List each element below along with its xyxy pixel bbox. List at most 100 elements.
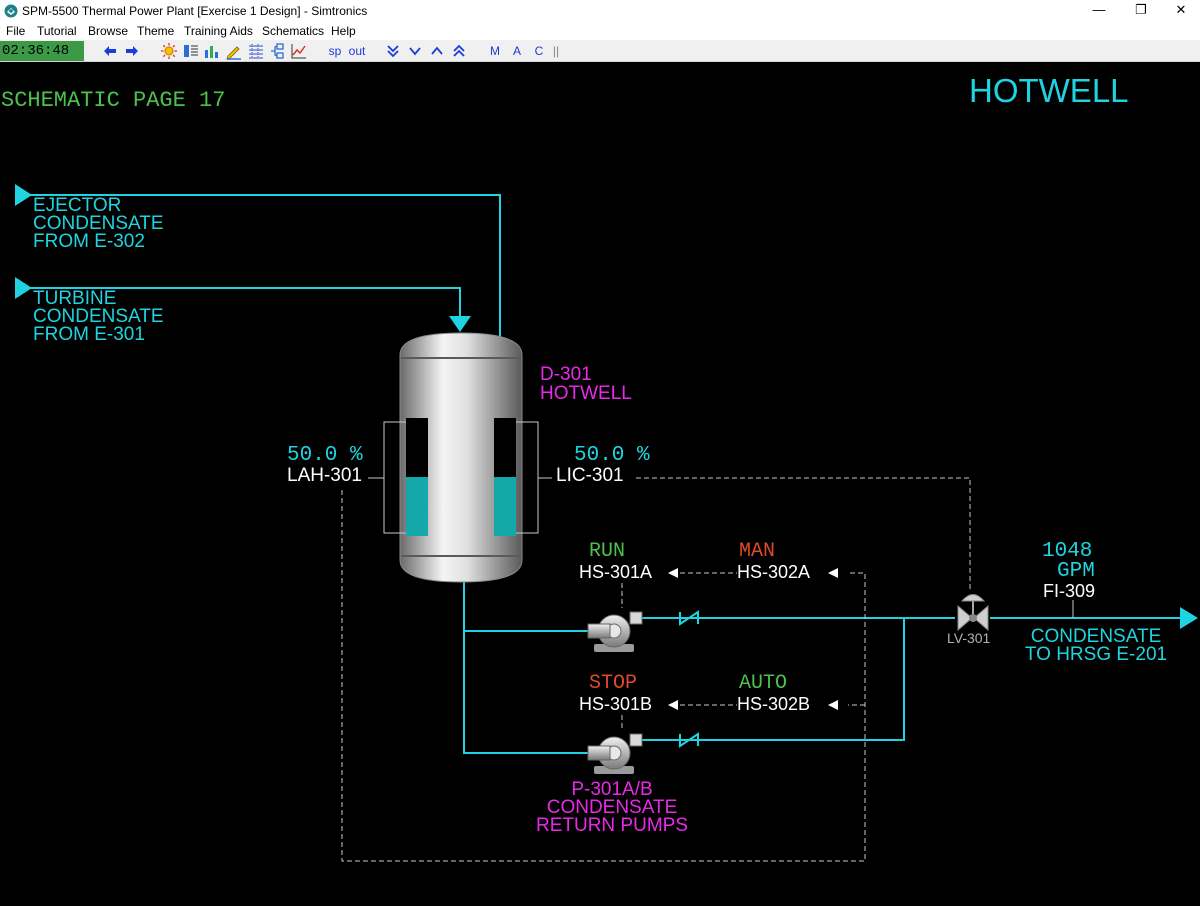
- forward-button[interactable]: [124, 42, 140, 60]
- turbine-inlet-line-3: FROM E-301: [33, 324, 145, 345]
- menu-file[interactable]: File: [6, 24, 26, 38]
- lah-signal-line: [341, 490, 866, 862]
- lic-value[interactable]: 50.0 %: [574, 444, 650, 467]
- hs301b-tag[interactable]: HS-301B: [579, 694, 653, 714]
- hs302b-arrow-icon: [828, 700, 838, 710]
- back-button[interactable]: [102, 42, 118, 60]
- vessel-label: D-301 HOTWELL: [540, 365, 632, 403]
- turbine-inlet-label: TURBINE CONDENSATE FROM E-301: [33, 288, 164, 345]
- list-icon: [184, 45, 198, 57]
- toolbar-separator: ||: [552, 44, 560, 58]
- grid-icon: [249, 44, 263, 59]
- page-title: HOTWELL: [969, 72, 1129, 109]
- pencil-button[interactable]: [225, 42, 243, 60]
- increase-button[interactable]: [429, 42, 445, 60]
- manual-mode-button[interactable]: M: [490, 44, 500, 58]
- fi-value[interactable]: 1048: [1042, 540, 1093, 563]
- fi-unit: GPM: [1057, 560, 1095, 583]
- vessel-tag: D-301: [540, 364, 592, 385]
- trend-button[interactable]: [290, 42, 308, 60]
- sim-clock: 02:36:48: [0, 41, 84, 61]
- hs301a-status: RUN: [589, 540, 626, 563]
- grid-button[interactable]: [247, 42, 265, 60]
- menu-theme[interactable]: Theme: [137, 24, 175, 38]
- schematic-canvas: SCHEMATIC PAGE 17 HOTWELL EJECTOR CONDEN…: [0, 68, 1200, 906]
- trend-table-button[interactable]: [182, 42, 200, 60]
- pumps-label: P-301A/B CONDENSATE RETURN PUMPS: [522, 779, 702, 836]
- process-diagram: [15, 184, 1198, 862]
- menu-browse[interactable]: Browse: [88, 24, 129, 38]
- hs301b-status: STOP: [589, 672, 638, 695]
- level-gauge-left: [406, 418, 428, 536]
- decrease-button[interactable]: [407, 42, 423, 60]
- turbine-inlet-line-2: CONDENSATE: [33, 306, 164, 327]
- schematic-page-label: SCHEMATIC PAGE 17: [1, 88, 226, 113]
- double-chevron-up-icon: [453, 44, 465, 57]
- lah-value[interactable]: 50.0 %: [287, 444, 363, 467]
- sun-icon: [161, 43, 177, 59]
- ejector-inlet-line-3: FROM E-302: [33, 231, 145, 252]
- menu-bar: File Tutorial Browse Theme Training Aids…: [0, 22, 1200, 40]
- bar-chart-icon: [205, 46, 218, 58]
- highlight-button[interactable]: [160, 42, 178, 60]
- increase-fast-button[interactable]: [451, 42, 467, 60]
- ejector-condensate-pipe: [28, 194, 501, 340]
- pumps-line-3: RETURN PUMPS: [535, 815, 688, 836]
- menu-training-aids[interactable]: Training Aids: [184, 24, 253, 38]
- title-bar: SPM-5500 Thermal Power Plant [Exercise 1…: [0, 0, 1200, 22]
- hs301a-tag[interactable]: HS-301A: [579, 562, 653, 582]
- control-valve-icon[interactable]: [957, 594, 989, 632]
- hotwell-vessel[interactable]: [399, 332, 523, 583]
- vessel-name: HOTWELL: [540, 383, 632, 404]
- hs302a-arrow-icon: [828, 568, 838, 578]
- hs301b-arrow-icon: [668, 700, 678, 710]
- pumps-line-1: P-301A/B: [571, 779, 653, 800]
- menu-schematics[interactable]: Schematics: [262, 24, 325, 38]
- check-valve-b-icon: [679, 732, 699, 748]
- outlet-line-1: CONDENSATE: [1030, 626, 1162, 647]
- close-button[interactable]: ✕: [1175, 2, 1187, 17]
- network-button[interactable]: [268, 42, 286, 60]
- menu-help[interactable]: Help: [331, 24, 356, 38]
- ejector-inlet-arrow-icon: [15, 184, 32, 206]
- window-title: SPM-5500 Thermal Power Plant [Exercise 1…: [22, 4, 368, 18]
- double-chevron-down-icon: [387, 45, 399, 58]
- lah-tag[interactable]: LAH-301: [287, 465, 362, 486]
- fi-tag[interactable]: FI-309: [1043, 581, 1096, 601]
- setpoint-button[interactable]: sp: [328, 44, 342, 58]
- hs302a-tag[interactable]: HS-302A: [737, 562, 811, 582]
- cascade-mode-button[interactable]: C: [534, 44, 544, 58]
- decrease-fast-button[interactable]: [385, 42, 401, 60]
- arrow-right-icon: [126, 46, 138, 56]
- level-gauge-right: [494, 418, 516, 536]
- chevron-down-icon: [409, 47, 421, 56]
- level-fill-right: [494, 477, 516, 536]
- valve-tag[interactable]: LV-301: [947, 630, 991, 646]
- restore-button[interactable]: ❐: [1135, 2, 1147, 17]
- trend-line-icon: [291, 44, 306, 59]
- hs302a-status: MAN: [739, 540, 776, 563]
- ejector-inlet-line-1: EJECTOR: [33, 195, 122, 216]
- vessel-inlet-arrow-icon: [449, 316, 471, 332]
- hotwell-outlet-pipe: [463, 580, 588, 754]
- hs302b-tag[interactable]: HS-302B: [737, 694, 811, 714]
- auto-mode-button[interactable]: A: [512, 44, 521, 58]
- menu-tutorial[interactable]: Tutorial: [37, 24, 77, 38]
- pump-b-discharge-pipe: [640, 618, 905, 741]
- outlet-arrow-icon: [1180, 607, 1198, 629]
- app-logo-icon: [4, 4, 18, 18]
- minimize-button[interactable]: —: [1092, 2, 1106, 17]
- pump-b-icon[interactable]: [587, 733, 643, 774]
- lic-tag[interactable]: LIC-301: [556, 465, 624, 486]
- ejector-inlet-line-2: CONDENSATE: [33, 213, 164, 234]
- hs302b-status: AUTO: [739, 672, 788, 695]
- turbine-inlet-line-1: TURBINE: [33, 288, 117, 309]
- turbine-condensate-pipe: [28, 287, 461, 318]
- check-valve-a-icon: [679, 610, 699, 626]
- bar-chart-button[interactable]: [203, 42, 221, 60]
- outlet-line-2: TO HRSG E-201: [1024, 644, 1168, 665]
- pump-a-icon[interactable]: [587, 611, 643, 652]
- output-button[interactable]: out: [348, 44, 366, 58]
- hs301a-arrow-icon: [668, 568, 678, 578]
- outlet-label: CONDENSATE TO HRSG E-201: [1018, 626, 1174, 665]
